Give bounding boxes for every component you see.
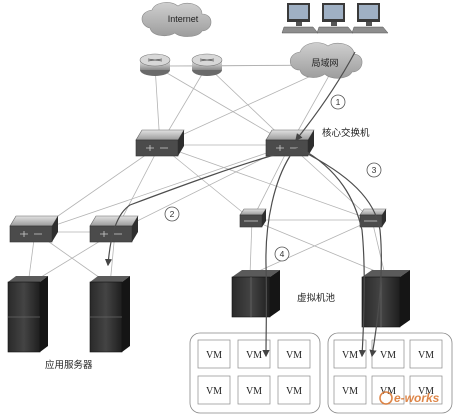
vm-cell: VM	[237, 375, 271, 405]
vm-pool-1: VM VM VM VM VM VM	[189, 332, 321, 414]
path-1-line	[295, 51, 356, 141]
vm-box	[197, 375, 231, 405]
path-marker-2: 2	[164, 206, 180, 222]
path-number: 4	[280, 249, 285, 259]
path-number: 2	[170, 209, 175, 219]
vm-host-rack-1	[231, 270, 280, 318]
vm-cell: VM	[409, 375, 443, 405]
network-links	[27, 64, 386, 286]
path-4-line	[262, 155, 291, 358]
path-number: 3	[372, 165, 377, 175]
path-marker-3: 3	[366, 162, 382, 178]
access-switch-3	[239, 208, 267, 228]
vm-box	[277, 339, 311, 369]
access-switch-2	[89, 215, 139, 243]
vm-cell: VM	[277, 339, 311, 369]
app-server-rack-1	[7, 276, 48, 353]
path-marker-1: 1	[330, 94, 346, 110]
vm-box	[409, 339, 443, 369]
internet-label: Internet	[168, 14, 199, 24]
vm-cell: VM	[371, 339, 405, 369]
vm-cell: VM	[333, 375, 367, 405]
vm-label: VM	[246, 386, 262, 397]
vm-label: VM	[206, 386, 222, 397]
vm-pool-label: 虚拟机池	[297, 292, 336, 304]
access-switch-1	[9, 215, 59, 243]
path-3-line-a	[299, 147, 366, 358]
vm-cell: VM	[409, 339, 443, 369]
path-3-line-b	[299, 149, 382, 358]
vm-label: VM	[380, 386, 396, 397]
desktop-computers	[281, 3, 389, 34]
vm-label: VM	[286, 350, 302, 361]
vm-label: VM	[342, 350, 358, 361]
watermark-logo: e-works	[379, 391, 440, 405]
vm-label: VM	[286, 386, 302, 397]
vm-label: VM	[206, 350, 222, 361]
vm-cell: VM	[197, 375, 231, 405]
watermark-text: e-works	[394, 391, 440, 405]
vm-label: VM	[342, 386, 358, 397]
app-servers-label: 应用服务器	[45, 359, 93, 371]
computer-icon	[351, 3, 389, 34]
computer-icon	[281, 3, 319, 34]
access-switch-4	[359, 208, 387, 228]
vm-box	[371, 339, 405, 369]
path-2-line	[104, 147, 301, 267]
path-number: 1	[336, 97, 341, 107]
path-marker-4: 4	[274, 246, 290, 262]
lan-cloud: 局域网	[289, 42, 363, 79]
vm-cell: VM	[237, 339, 271, 369]
vm-box	[237, 375, 271, 405]
vm-cell: VM	[277, 375, 311, 405]
internet-cloud: Internet	[141, 2, 212, 37]
vm-box	[333, 375, 367, 405]
lan-label: 局域网	[311, 57, 338, 69]
vm-label: VM	[246, 350, 262, 361]
core-switch-label: 核心交换机	[322, 127, 370, 139]
traffic-paths	[104, 51, 382, 358]
computer-icon	[316, 3, 354, 34]
vm-box	[409, 375, 443, 405]
vm-box	[277, 375, 311, 405]
vm-cell: VM	[333, 339, 367, 369]
router-2	[191, 53, 223, 76]
router-1	[139, 53, 171, 76]
core-switch-1	[135, 129, 185, 157]
vm-label: VM	[418, 350, 434, 361]
vm-host-rack-2	[361, 270, 410, 328]
vm-box	[197, 339, 231, 369]
app-server-rack-2	[89, 276, 130, 353]
vm-label: VM	[380, 350, 396, 361]
vm-label: VM	[418, 386, 434, 397]
vm-cell: VM	[197, 339, 231, 369]
